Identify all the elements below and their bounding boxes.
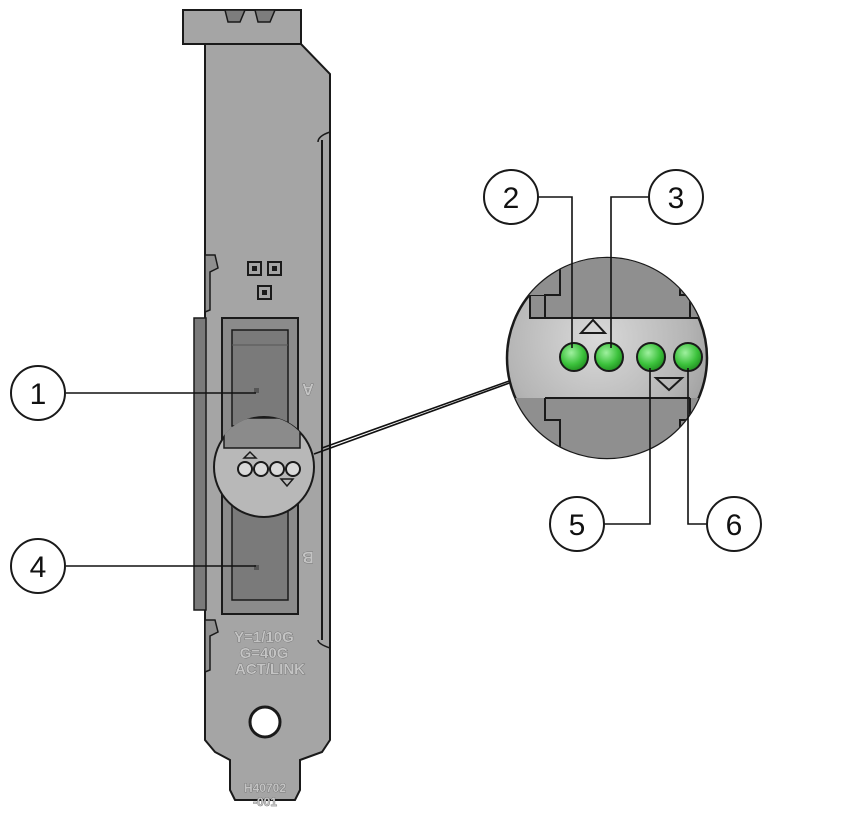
callout-3: 3 xyxy=(648,169,704,225)
mounting-hole xyxy=(248,705,282,739)
port-b-label: B xyxy=(302,548,314,565)
tab-notch-left xyxy=(224,9,247,23)
callout-5-label: 5 xyxy=(569,509,586,542)
status-squares xyxy=(247,261,282,300)
left-edge-rail xyxy=(193,317,207,611)
callout-2-label: 2 xyxy=(503,182,520,215)
led-3 xyxy=(594,342,624,372)
leader-6 xyxy=(687,368,708,525)
left-clip-top xyxy=(204,254,219,314)
tx-arrow-up xyxy=(578,318,608,334)
mini-led-4 xyxy=(285,461,301,477)
callout-4: 4 xyxy=(10,538,66,594)
mini-led-3 xyxy=(269,461,285,477)
led-area-magnifier xyxy=(213,416,315,518)
rx-arrow-down xyxy=(653,377,685,392)
part-number-line-1: H40702 xyxy=(244,781,286,795)
callout-3-label: 3 xyxy=(668,182,685,215)
legend-line-2: G=40G xyxy=(240,645,289,662)
callout-1: 1 xyxy=(10,365,66,421)
callout-6-label: 6 xyxy=(726,509,743,542)
leader-5 xyxy=(604,368,651,525)
legend-line-3: ACT/LINK xyxy=(235,661,305,678)
callout-5: 5 xyxy=(549,496,605,552)
callout-4-label: 4 xyxy=(30,551,47,584)
callout-6: 6 xyxy=(706,496,762,552)
led-6 xyxy=(673,342,703,372)
led-2 xyxy=(559,342,589,372)
mini-led-2 xyxy=(253,461,269,477)
leader-3 xyxy=(610,196,648,348)
left-clip-bottom xyxy=(204,619,219,674)
legend-line-1: Y=1/10G xyxy=(234,629,294,646)
callout-2: 2 xyxy=(483,169,539,225)
leader-2 xyxy=(538,196,573,348)
mini-led-1 xyxy=(237,461,253,477)
port-a-label: A xyxy=(302,380,314,397)
zoom-connector-bottom xyxy=(313,381,513,455)
led-5 xyxy=(636,342,666,372)
tab-notch-right xyxy=(254,9,277,23)
part-number-line-2: -001 xyxy=(253,795,277,809)
pcie-bracket: A B Y=1/10G G=40G ACT/LINK H40702 -001 xyxy=(182,9,331,809)
led-zoom-detail xyxy=(505,256,709,460)
zoom-connector-top xyxy=(321,379,513,449)
callout-1-label: 1 xyxy=(30,378,47,411)
